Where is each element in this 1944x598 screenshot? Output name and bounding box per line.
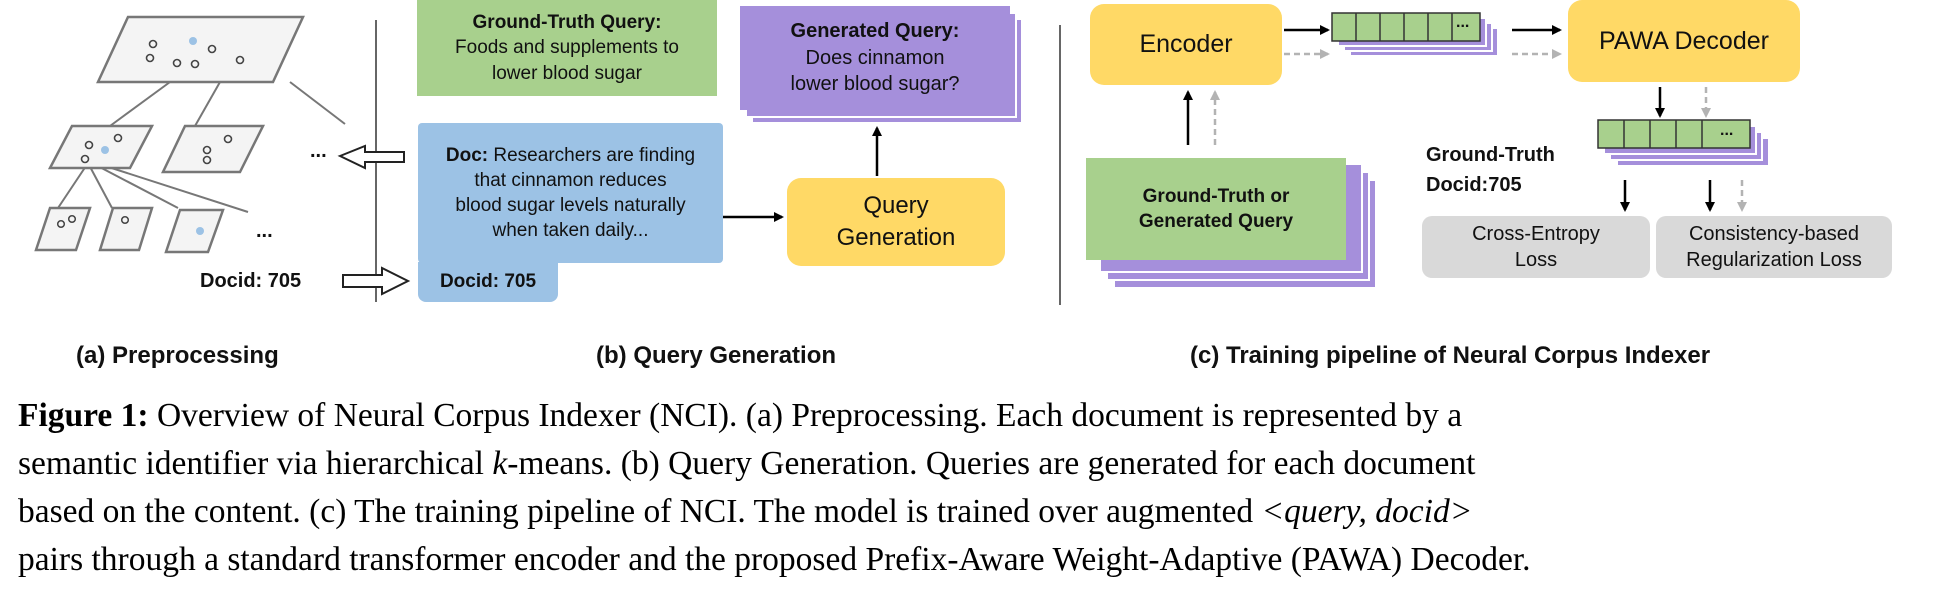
input-line1: Ground-Truth or (1142, 185, 1290, 207)
gen-query-title: Generated Query: (790, 20, 960, 43)
ground-truth-docid: Ground-Truth Docid:705 (1426, 140, 1555, 200)
cluster-level1-right (161, 124, 266, 174)
encoder-output-sequence (1331, 12, 1499, 57)
decoder-seq-ellipsis: ... (1720, 122, 1734, 139)
caption-line2: semantic identifier via hierarchical k-m… (18, 440, 1930, 488)
pawa-decoder-box: PAWA Decoder (1568, 0, 1800, 82)
doc-line2: that cinnamon reduces (474, 169, 667, 191)
cross-entropy-loss-box: Cross-Entropy Loss (1422, 216, 1650, 278)
doc-line4: when taken daily... (492, 220, 649, 242)
encoder-label: Encoder (1139, 30, 1233, 58)
document-box: Doc: Researchers are finding that cinnam… (418, 123, 723, 263)
docid-label-a: Docid: 705 (200, 270, 302, 292)
figure: ... ... Docid: 705 (a) Preprocessing Gro… (34, 0, 1892, 369)
caption-line2-b: -means. (b) Query Generation. Queries ar… (507, 445, 1476, 482)
figure-caption: Figure 1: Overview of Neural Corpus Inde… (18, 392, 1930, 584)
cluster-tree (57, 81, 346, 213)
reg-line1: Consistency-based (1688, 222, 1860, 245)
gt-docid-line2: Docid:705 (1426, 174, 1522, 196)
gt-query-title: Ground-Truth Query: (472, 12, 662, 34)
cluster-level1-left (47, 124, 155, 170)
caption-pair: <query, docid> (1261, 493, 1473, 530)
reg-line2: Regularization Loss (1686, 249, 1862, 271)
cluster-root (96, 15, 305, 84)
hollow-arrow-left-icon (337, 144, 405, 170)
cluster-level2 (34, 206, 225, 254)
qg-line2: Generation (836, 224, 956, 251)
decoder-label: PAWA Decoder (1599, 26, 1769, 55)
caption-line3: based on the content. (c) The training p… (18, 488, 1930, 536)
caption-line4: pairs through a standard transformer enc… (18, 541, 1531, 578)
ground-truth-query-box: Ground-Truth Query: Foods and supplement… (417, 0, 717, 96)
input-line2: Generated Query (1138, 211, 1294, 232)
encoder-box: Encoder (1090, 4, 1282, 85)
generated-query-box: Generated Query: Does cinnamon lower blo… (740, 6, 1010, 110)
qg-line1: Query (863, 192, 929, 220)
gen-query-line2: lower blood sugar? (790, 73, 960, 96)
doc-line3: blood sugar levels naturally (455, 195, 686, 216)
caption-line2-a: semantic identifier via hierarchical (18, 445, 493, 482)
ce-line2: Loss (1514, 249, 1558, 271)
panel-b-title: (b) Query Generation (596, 342, 837, 369)
decoder-output-sequence (1597, 119, 1770, 167)
gt-docid-line1: Ground-Truth (1426, 144, 1555, 166)
query-generation-box: Query Generation (787, 178, 1005, 266)
input-query-box: Ground-Truth or Generated Query (1086, 158, 1346, 260)
caption-line1: Figure 1: Overview of Neural Corpus Inde… (18, 392, 1930, 440)
panel-c-title: (c) Training pipeline of Neural Corpus I… (1190, 342, 1711, 369)
encoder-seq-ellipsis: ... (1456, 14, 1470, 31)
hollow-arrow-right-icon (342, 266, 411, 296)
panel-a-title: (a) Preprocessing (76, 342, 279, 369)
gt-query-line1: Foods and supplements to (455, 37, 679, 59)
doc-line1: Researchers are finding (493, 144, 696, 166)
ce-line1: Cross-Entropy (1472, 222, 1600, 245)
docid-tab-b: Docid: 705 (418, 262, 558, 302)
caption-fig-label: Figure 1: (18, 397, 149, 434)
doc-prefix: Doc: (445, 144, 489, 166)
gt-query-line2: lower blood sugar (492, 62, 642, 84)
regularization-loss-box: Consistency-based Regularization Loss (1656, 216, 1892, 278)
caption-k: k (492, 445, 508, 482)
gen-query-line1: Does cinnamon (805, 46, 945, 69)
tree-ellipsis-level2: ... (256, 220, 273, 242)
caption-line3-a: based on the content. (c) The training p… (18, 493, 1262, 530)
tree-ellipsis-level1: ... (310, 140, 327, 162)
caption-line1-text: Overview of Neural Corpus Indexer (NCI).… (148, 397, 1463, 434)
docid-tab-text: Docid: 705 (439, 271, 537, 293)
